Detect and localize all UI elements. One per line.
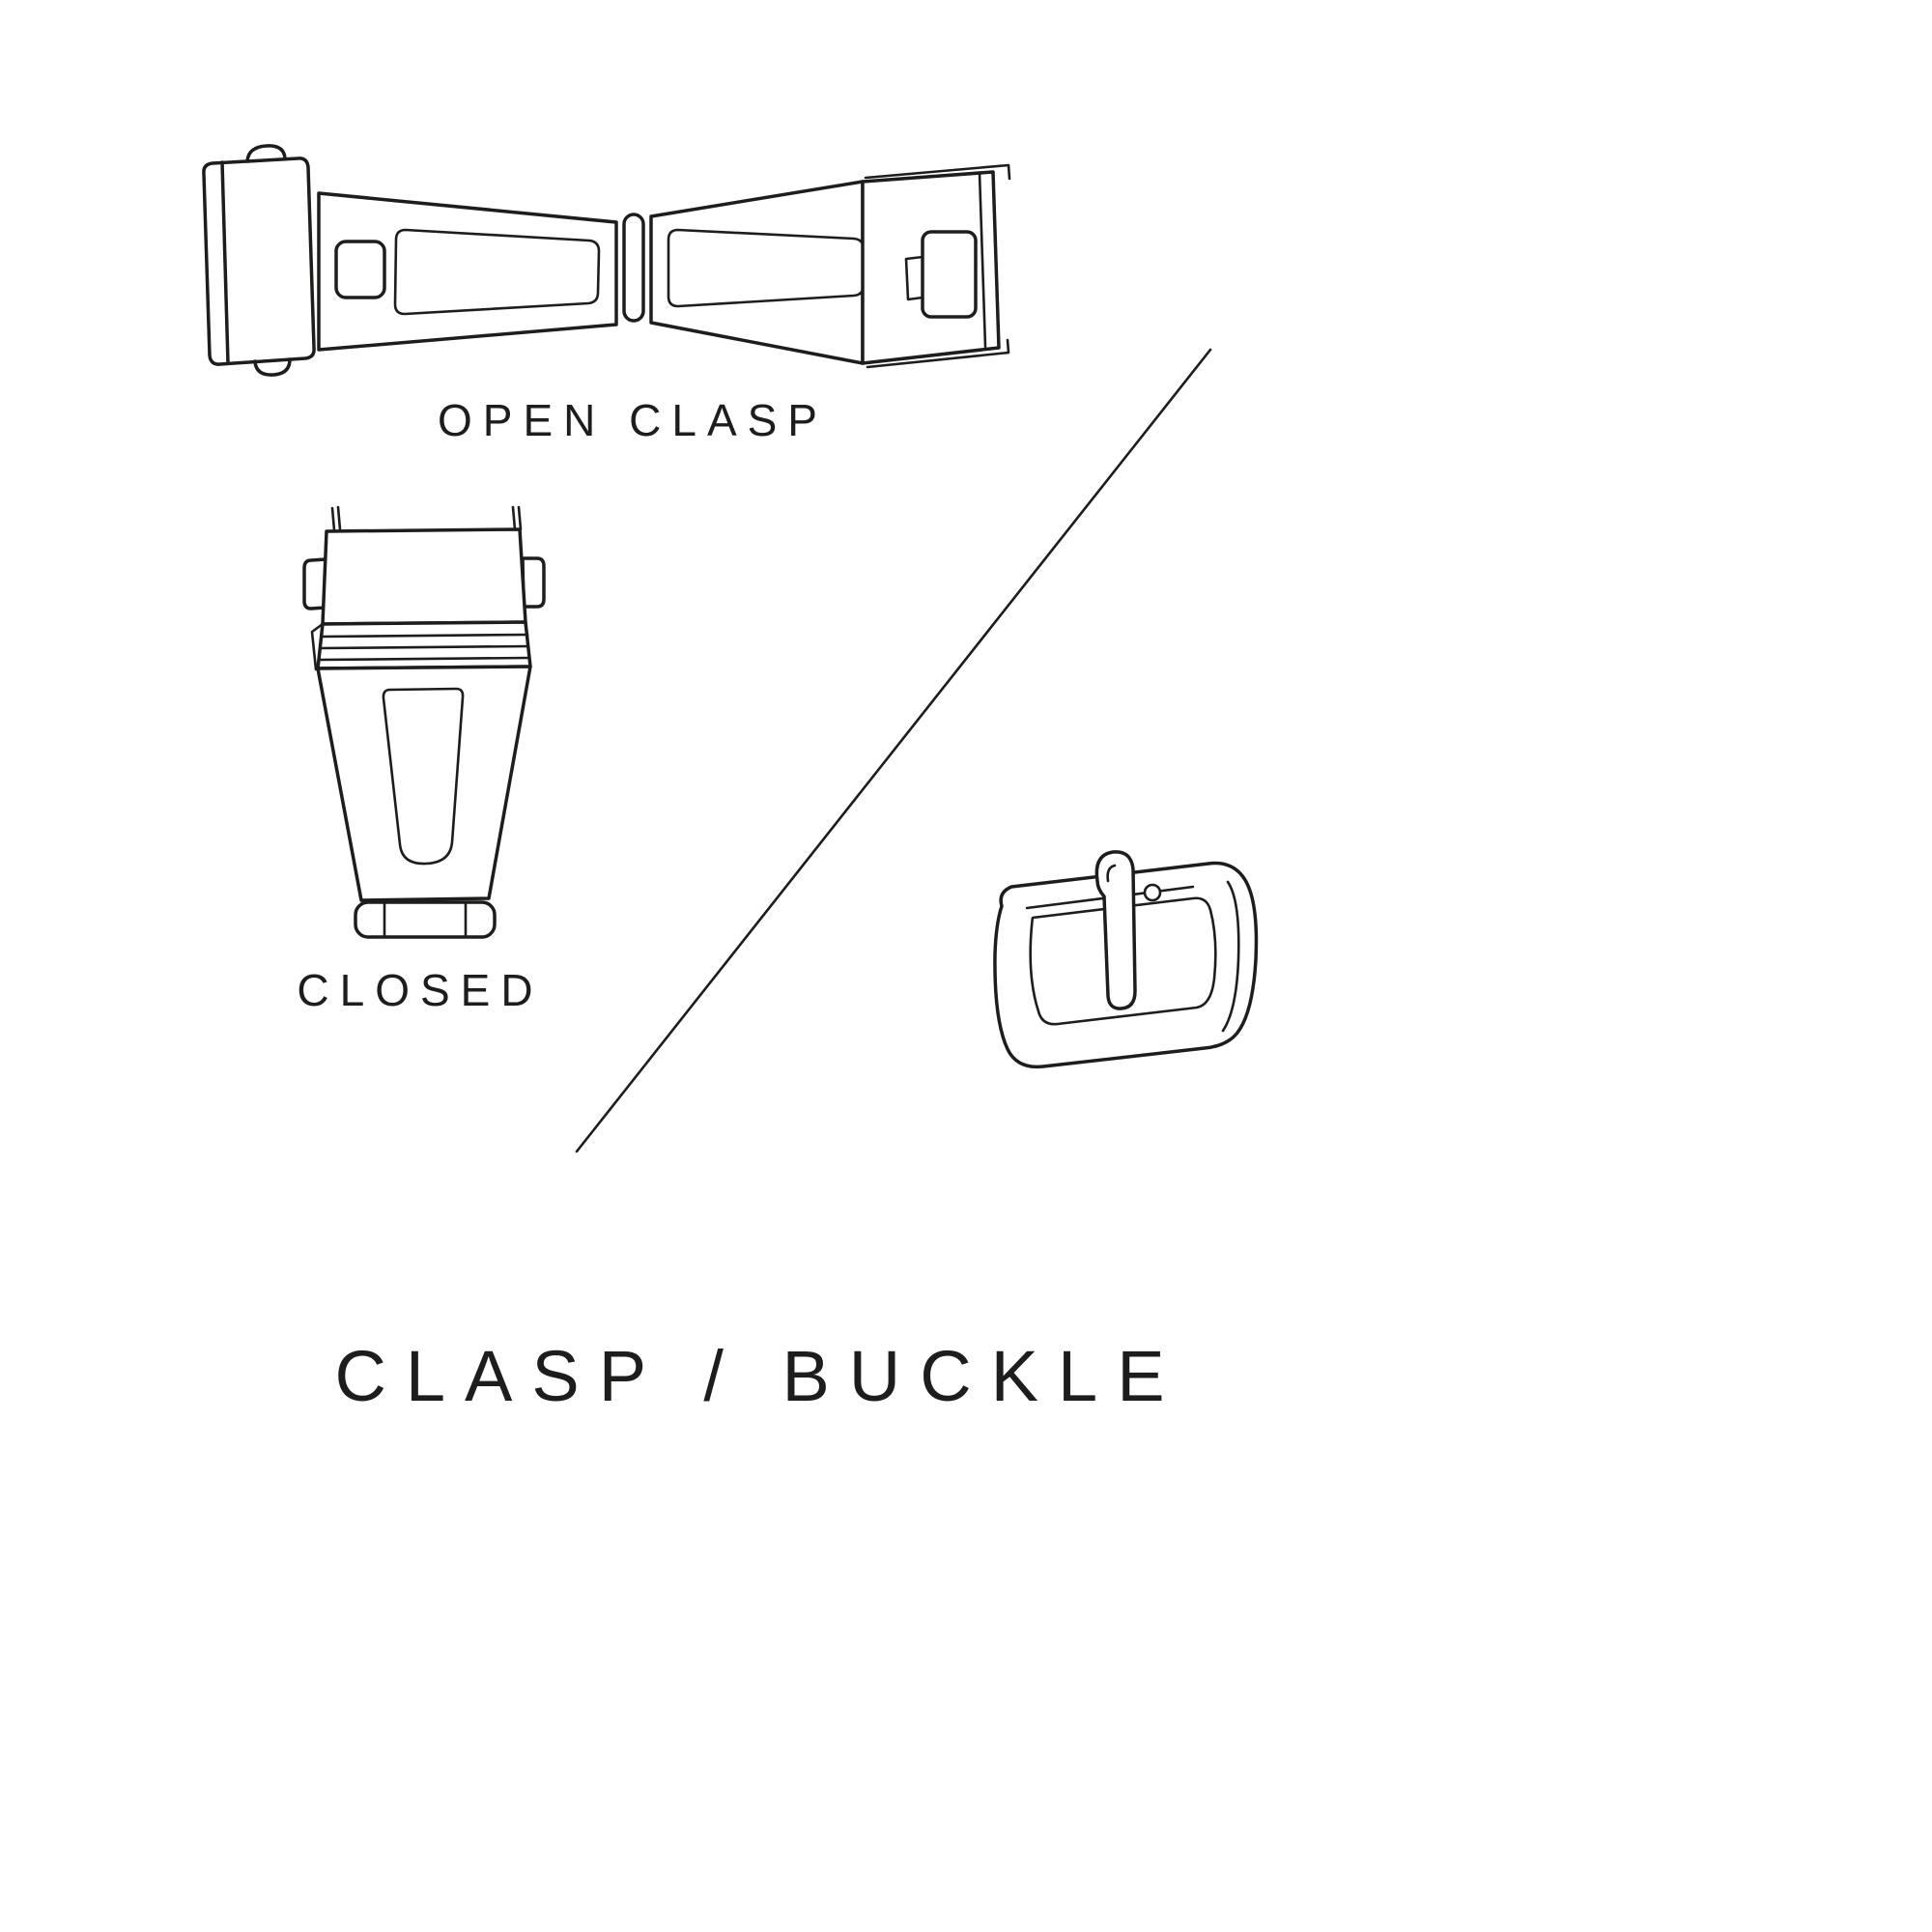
closed-clasp-illustration xyxy=(302,505,546,939)
divider-line xyxy=(575,348,1212,1153)
closed-clasp-label: CLOSED xyxy=(297,965,544,1015)
open-clasp-illustration xyxy=(202,144,1011,377)
open-clasp-label: OPEN CLASP xyxy=(438,395,828,445)
diagram-title: CLASP / BUCKLE xyxy=(334,1336,1184,1416)
buckle-illustration xyxy=(993,850,1259,1069)
